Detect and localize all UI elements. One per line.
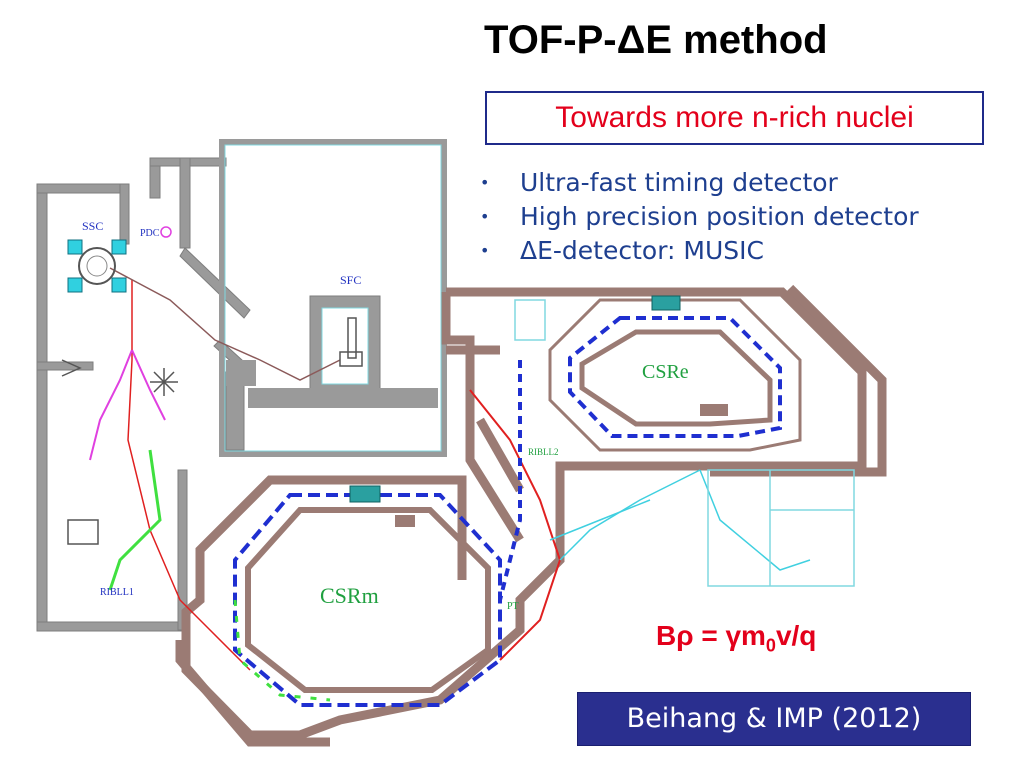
magnetic-rigidity-formula: Bρ = γm0v/q <box>656 620 816 657</box>
label-ssc: SSC <box>82 219 103 233</box>
target-station-icon <box>61 359 178 545</box>
bullet-dot-icon: • <box>480 241 490 260</box>
slide-title: TOF-P-ΔE method <box>484 18 828 62</box>
formula-right: v/q <box>775 620 817 651</box>
label-ribll2: RIBLL2 <box>528 447 559 457</box>
label-pdc: PDC <box>140 228 160 239</box>
csr-hall-walls <box>175 284 887 747</box>
formula-left: Bρ = γm <box>656 620 766 651</box>
credit-text: Beihang & IMP (2012) <box>626 703 922 734</box>
label-csrm: CSRm <box>320 583 379 608</box>
label-pt: PT <box>507 601 519 612</box>
experimental-hall <box>514 299 855 587</box>
bullet-item: • High precision position detector <box>480 200 919 234</box>
bullet-text: ΔE-detector: MUSIC <box>520 236 764 265</box>
sfc-cyclotron <box>339 317 363 367</box>
beam-lines <box>89 267 811 702</box>
csrm-ring <box>233 485 502 707</box>
subtitle-box: Towards more n-rich nuclei <box>485 91 984 145</box>
sfc-building <box>219 139 447 457</box>
ssc-cyclotron <box>67 226 172 293</box>
bullet-dot-icon: • <box>480 173 490 192</box>
label-ribll1: RIBLL1 <box>100 587 134 598</box>
bullet-text: High precision position detector <box>520 202 919 231</box>
label-sfc: SFC <box>340 273 361 287</box>
csre-ring <box>548 295 802 452</box>
label-csre: CSRe <box>642 361 689 383</box>
bullet-dot-icon: • <box>480 207 490 226</box>
bullet-item: • Ultra-fast timing detector <box>480 166 919 200</box>
bullet-item: • ΔE-detector: MUSIC <box>480 234 919 268</box>
credit-box: Beihang & IMP (2012) <box>577 692 971 746</box>
slide-subtitle: Towards more n-rich nuclei <box>555 101 914 134</box>
formula-subscript: 0 <box>765 635 776 656</box>
bullet-text: Ultra-fast timing detector <box>520 168 838 197</box>
bullet-list: • Ultra-fast timing detector • High precis… <box>480 166 919 268</box>
